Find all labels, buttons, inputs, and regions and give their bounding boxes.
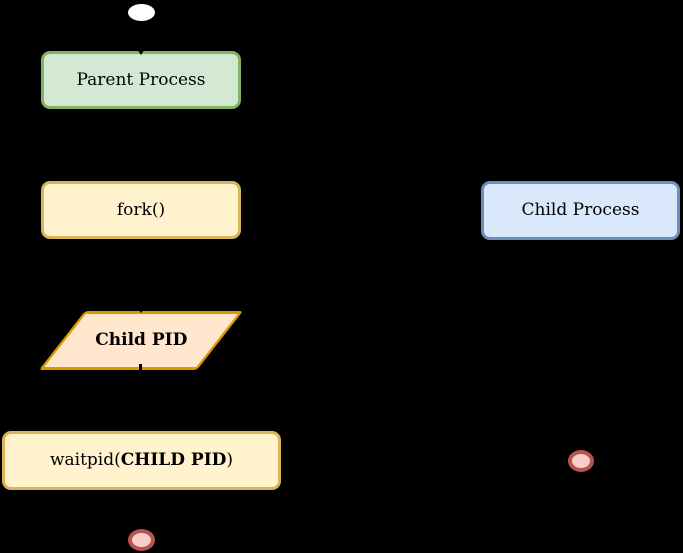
end-terminal-child (568, 450, 594, 472)
waitpid-label-suffix: ) (226, 450, 234, 471)
fork-label: fork() (116, 199, 166, 220)
child-process-label: Child Process (521, 200, 640, 221)
node-child-process: Child Process (481, 181, 680, 240)
child-pid-label: Child PID (94, 330, 188, 351)
parent-process-label: Parent Process (76, 69, 206, 90)
arrowhead-icon (137, 307, 145, 313)
start-terminal-node (127, 3, 156, 22)
waitpid-label-prefix: waitpid( (49, 450, 121, 471)
end-terminal-parent (128, 529, 155, 551)
waitpid-label: waitpid(CHILD PID) (50, 450, 233, 470)
node-child-pid-parallelogram: Child PID (38, 311, 244, 370)
connector-stub (139, 364, 142, 372)
node-parent-process: Parent Process (41, 51, 241, 109)
node-fork: fork() (41, 181, 241, 239)
node-waitpid: waitpid(CHILD PID) (2, 431, 281, 490)
arrowhead-icon (137, 49, 145, 55)
waitpid-label-bold: CHILD PID (120, 450, 227, 471)
